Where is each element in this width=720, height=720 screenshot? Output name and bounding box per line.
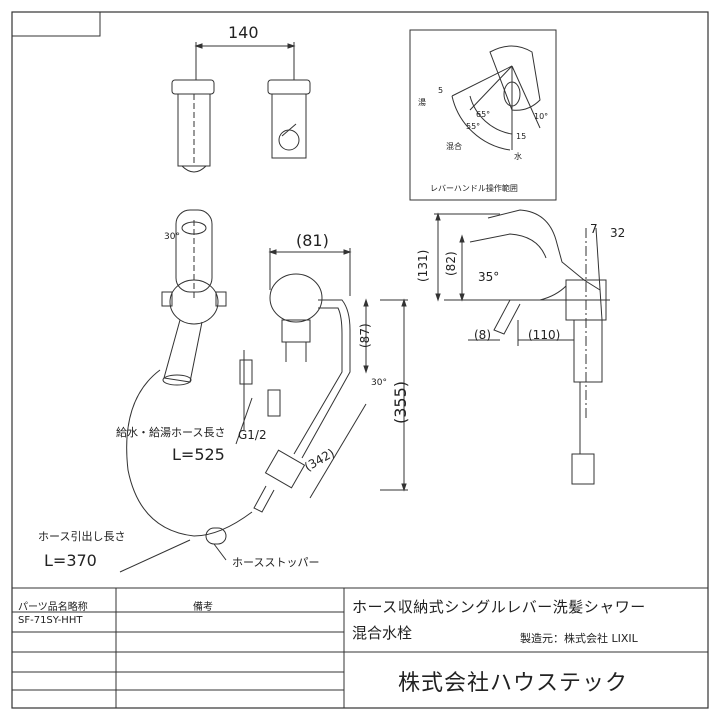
front-view-faucet — [161, 209, 227, 386]
pullout-hose-length: L=370 — [44, 551, 97, 570]
supply-hose-length: L=525 — [172, 445, 225, 464]
company-name: 株式会社ハウステック — [398, 671, 629, 696]
dim-355: (355) — [391, 380, 410, 424]
side-view-hose — [126, 248, 352, 545]
part-code: SF-71SY-HHT — [18, 615, 83, 626]
dim-140: 140 — [228, 23, 259, 42]
top-view-fittings — [171, 42, 311, 173]
dim-7: 7 — [590, 222, 598, 236]
product-title-line1: ホース収納式シングルレバー洗髪シャワー — [352, 598, 646, 616]
lever-water-label: 水 — [514, 152, 522, 161]
side-view-dimensions — [309, 298, 408, 499]
lever-range-inset — [409, 29, 557, 201]
side-elevation — [434, 209, 610, 485]
title-block-grid — [12, 587, 708, 708]
pullout-hose-label: ホース引出し長さ — [38, 530, 126, 543]
dim-87: (87) — [358, 323, 372, 348]
sheet-frame — [11, 11, 709, 709]
manufacturer: 製造元：株式会社 LIXIL — [520, 632, 638, 645]
dim-110: (110) — [528, 328, 561, 342]
lever-angle-65: 65° — [476, 110, 491, 119]
supply-hose-label: 給水・給湯ホース長さ — [116, 426, 226, 439]
lever-hot-label: 湯 — [418, 98, 426, 107]
dim-30deg-front: 30° — [164, 232, 180, 242]
dim-82: (82) — [444, 251, 458, 276]
lever-angle-10: 10° — [534, 112, 549, 121]
product-title-line2: 混合水栓 — [352, 624, 413, 642]
lever-angle-55: 55° — [466, 122, 481, 131]
dim-81: (81) — [296, 231, 329, 250]
note-header: 備考 — [193, 602, 213, 613]
corner-box — [11, 11, 101, 37]
part-name-header: パーツ品名略称 — [18, 602, 88, 613]
dim-32: 32 — [610, 226, 626, 240]
dim-8: (8) — [474, 328, 491, 342]
hose-stopper-label: ホースストッパー — [232, 556, 320, 569]
dim-30deg-side: 30° — [371, 378, 387, 388]
dim-35deg: 35° — [478, 270, 500, 284]
lever-angle-15: 15 — [516, 132, 527, 141]
dim-g12: G1/2 — [238, 428, 267, 442]
lever-range-caption: レバーハンドル操作範囲 — [430, 184, 518, 193]
lever-angle-5: 5 — [438, 86, 444, 95]
dim-131: (131) — [416, 249, 430, 282]
lever-mix-label: 混合 — [446, 142, 462, 151]
